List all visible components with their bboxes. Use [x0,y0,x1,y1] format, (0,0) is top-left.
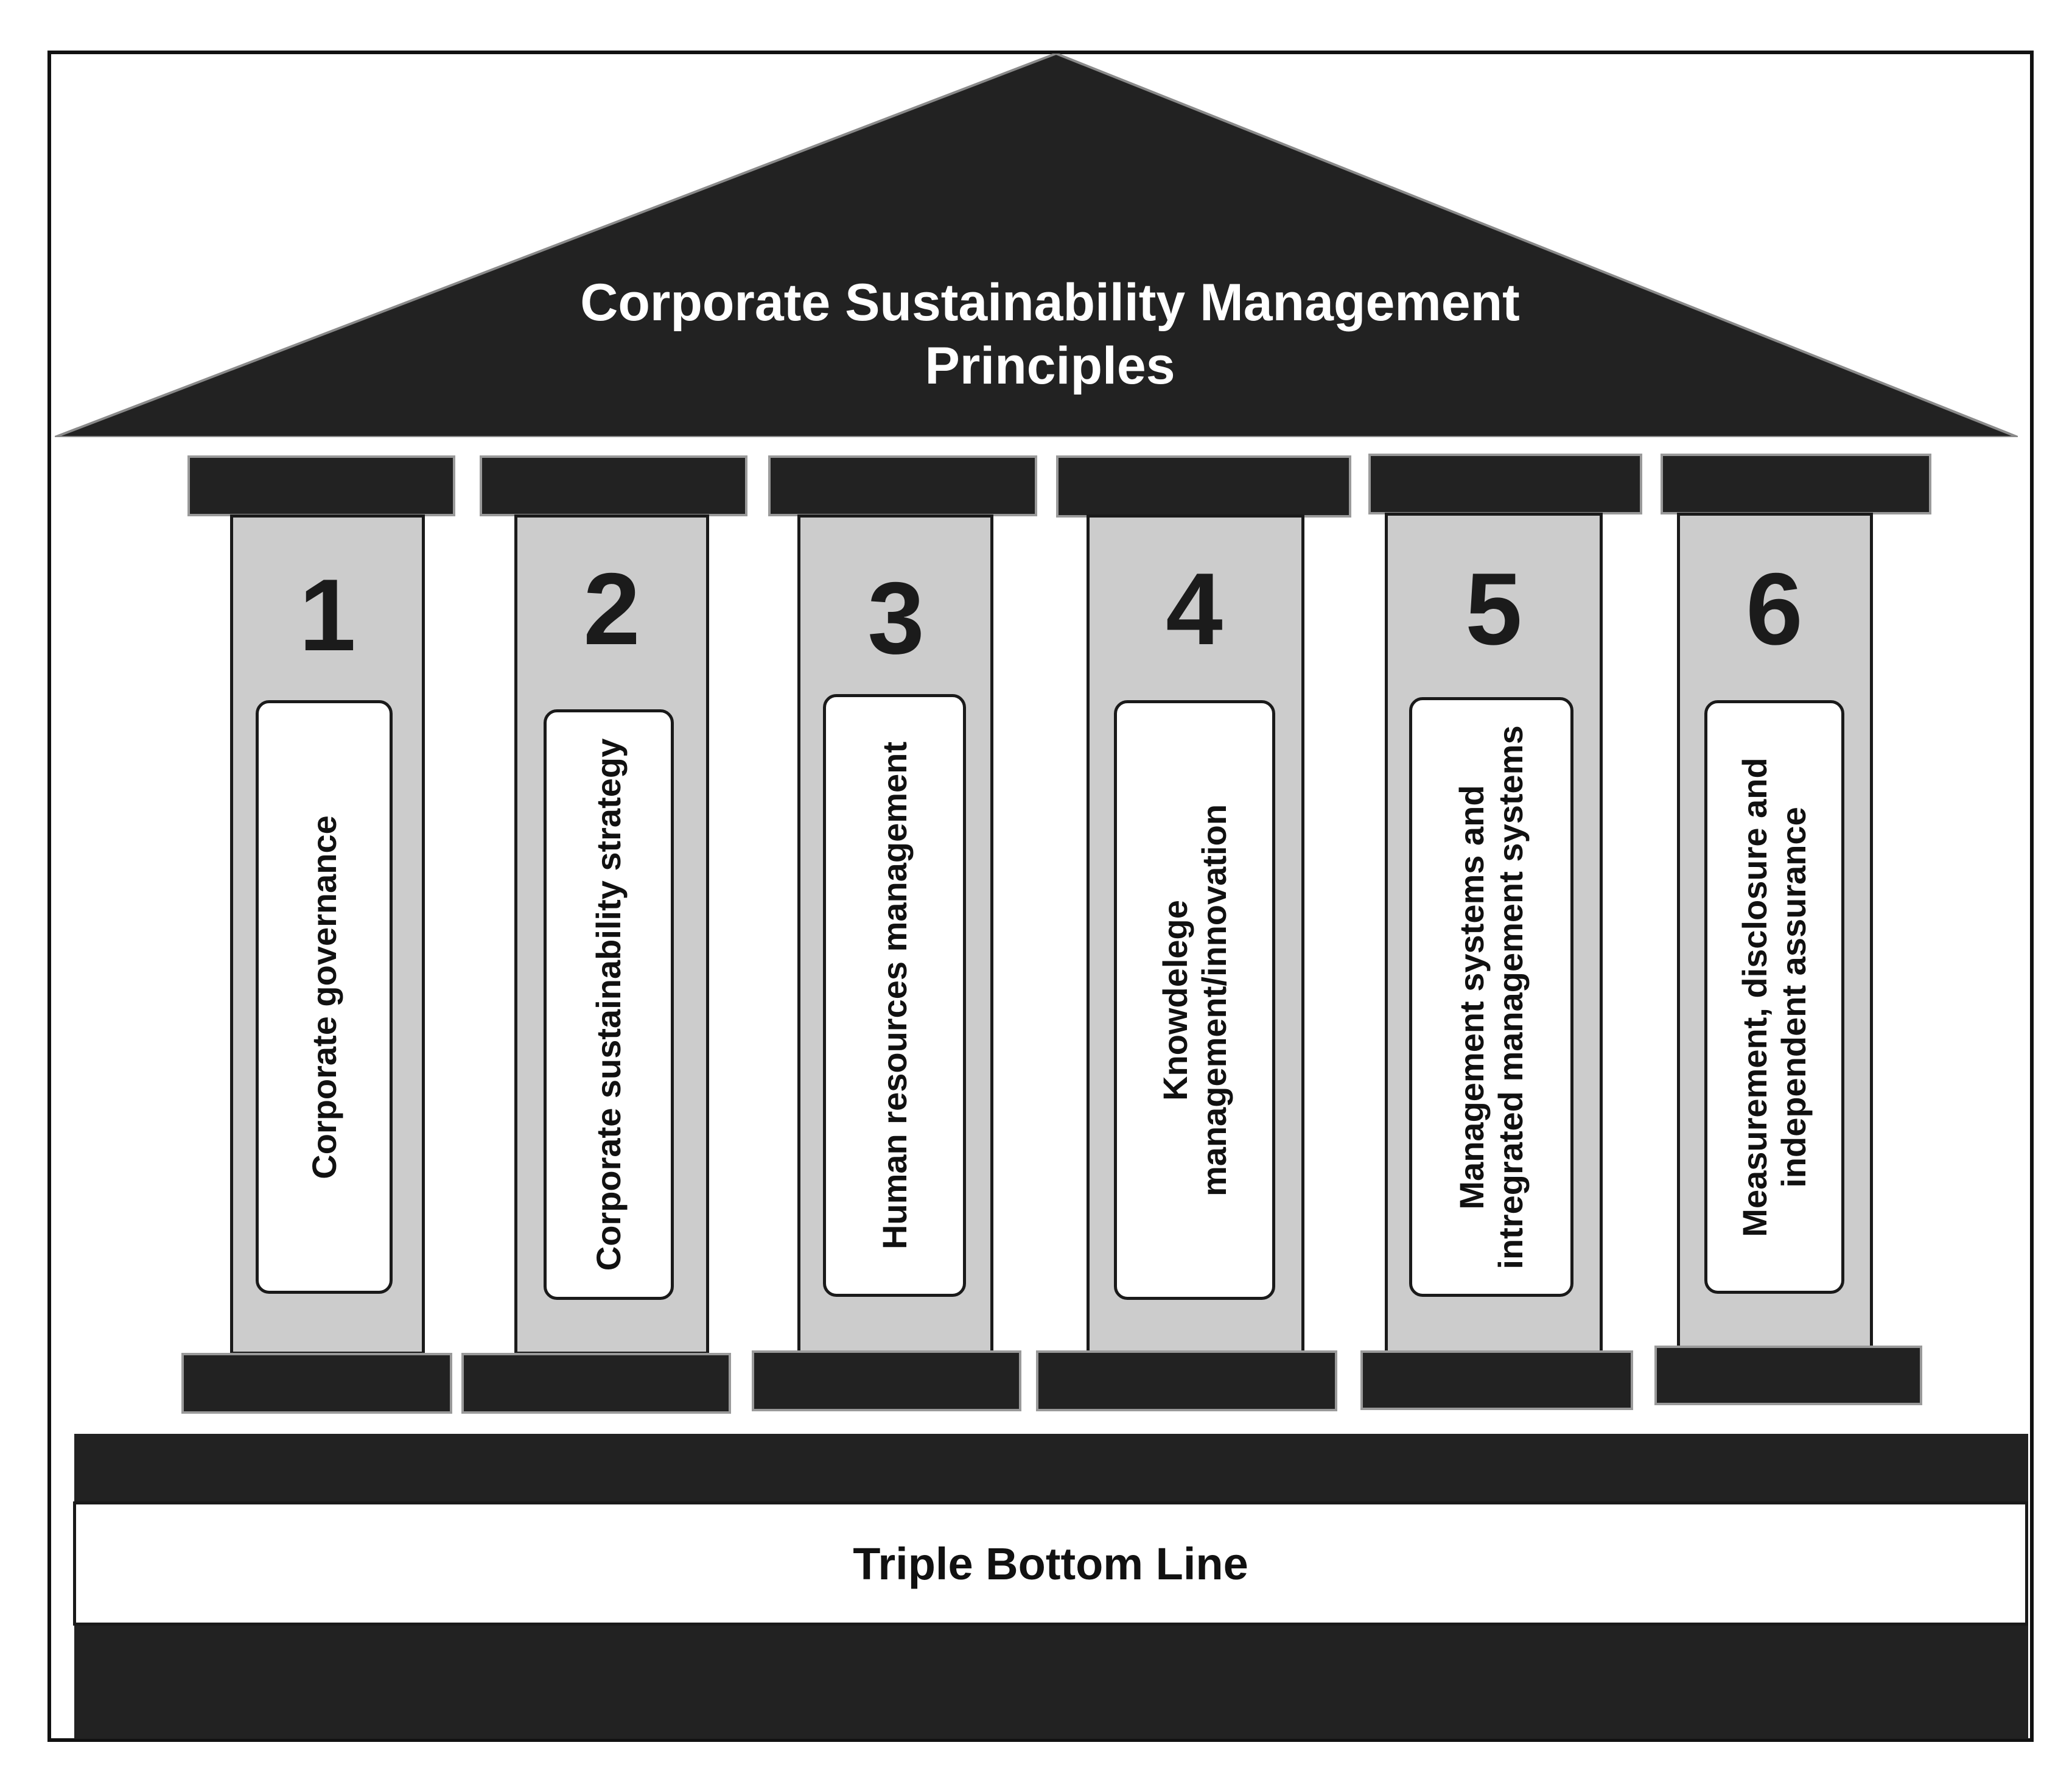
pillar-3-base [752,1350,1021,1411]
pillar-2-capital [480,455,747,516]
roof-title-line-1: Corporate Sustainability Management [580,273,1520,332]
pillar-3-panel: Human resources management [823,694,966,1297]
roof-triangle [55,54,2018,437]
foundation-band: Triple Bottom Line [73,1501,2028,1626]
diagram-frame [47,51,2034,1742]
foundation-top-slab [74,1434,2028,1504]
pillar-1-panel: Corporate governance [256,700,393,1294]
pillar-4-panel: Knowdelege management/innovation [1114,700,1275,1300]
pillar-4-base [1036,1350,1337,1411]
pillar-3-capital [768,455,1037,516]
pillar-4-number: 4 [1166,552,1223,666]
pillar-6-base [1654,1346,1922,1405]
pillar-2-number: 2 [583,552,640,666]
pillar-5-capital [1368,454,1642,514]
roof [55,54,2018,437]
foundation-label: Triple Bottom Line [853,1538,1248,1589]
pillar-1-label: Corporate governance [304,815,343,1179]
pillar-6-capital [1661,454,1931,514]
roof-title: Corporate Sustainability Management Prin… [426,271,1674,398]
pillar-1-capital [187,455,455,516]
pillar-5-label: Management systems and intregrated manag… [1452,725,1530,1269]
foundation-bottom-slab [74,1626,2028,1739]
pillar-3-label: Human resources management [875,741,914,1250]
roof-title-line-2: Principles [925,337,1175,395]
pillar-5-number: 5 [1465,552,1522,666]
pillar-6-panel: Measurement, disclosure and independent … [1704,700,1844,1294]
pillar-5-panel: Management systems and intregrated manag… [1409,697,1573,1297]
pillar-1-base [181,1353,452,1414]
pillar-6-label: Measurement, disclosure and independent … [1735,757,1813,1237]
pillar-2-panel: Corporate sustainability strategy [544,709,674,1300]
pillar-4-label: Knowdelege management/innovation [1155,804,1233,1196]
pillar-2-label: Corporate sustainability strategy [589,738,628,1271]
pillar-2-base [461,1353,731,1414]
pillar-3-number: 3 [867,561,925,675]
pillar-6-number: 6 [1746,552,1803,666]
pillar-1-number: 1 [299,558,356,672]
pillar-4-capital [1056,455,1351,518]
pillar-5-base [1360,1350,1633,1410]
